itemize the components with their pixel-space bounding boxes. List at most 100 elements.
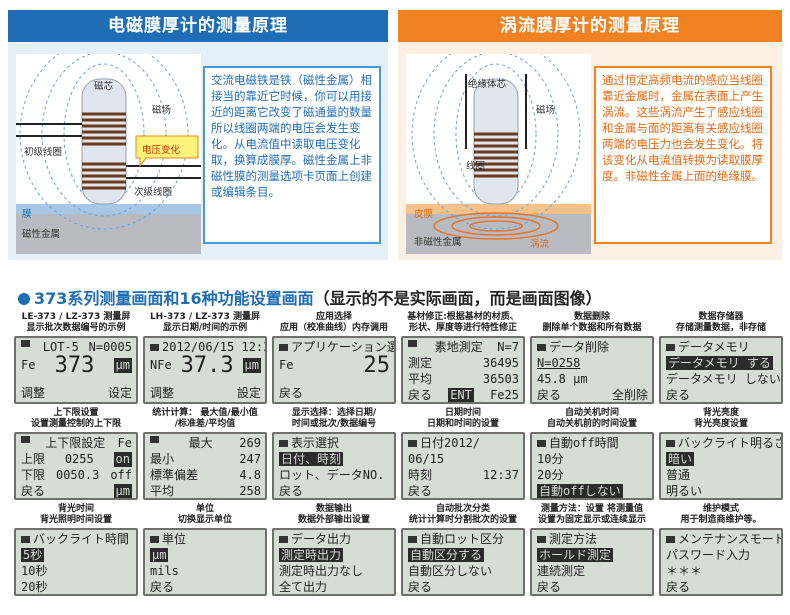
lcd-row: 暗い bbox=[666, 452, 777, 467]
section-subtitle: （显示的不是实际画面，而是画面图像） bbox=[313, 289, 602, 308]
screen-caption-line: 自动批次分类 bbox=[435, 504, 490, 514]
screen-caption-line: /标准差/平均值 bbox=[174, 419, 236, 429]
menu-icon bbox=[279, 440, 288, 447]
screen-caption: LE-373 / LZ-373 测量屏显示批次数据编号的示例 bbox=[14, 310, 138, 334]
lcd-row: 連続測定 bbox=[537, 564, 648, 579]
menu-icon bbox=[666, 440, 675, 447]
lcd-row: 日付、時刻 bbox=[279, 452, 390, 467]
lcd-text: 明るい bbox=[666, 484, 703, 498]
screen-caption-line: 存储测量数据，非存储 bbox=[675, 323, 766, 333]
lcd-row: 自動offしない bbox=[537, 484, 648, 498]
lcd-text: 設定 bbox=[236, 386, 261, 400]
lcd-row: 戻る全削除 bbox=[537, 388, 648, 402]
lcd-text: μm bbox=[113, 484, 132, 498]
lcd-text: NFe bbox=[150, 358, 172, 372]
lcd-text: データ出力 bbox=[291, 532, 352, 546]
lcd-text: 5秒 bbox=[21, 548, 45, 562]
lcd-text: Fe bbox=[21, 358, 36, 372]
screen-caption-line: 单位 bbox=[195, 504, 214, 514]
lcd-text: Fe25 bbox=[490, 388, 519, 402]
screen-caption-line: 日期和时间的设置 bbox=[426, 419, 499, 429]
lcd-row: 日付2012/ bbox=[408, 436, 519, 451]
lcd-row: 5秒 bbox=[21, 548, 132, 563]
lcd-text: N=0258 bbox=[537, 356, 581, 370]
lcd-screen: メンテナンスモードパスワード入力＊＊＊戻る bbox=[659, 528, 783, 596]
eddy-illustration: 绝缘体芯 磁场 线圈 皮膜 非磁性金属 涡流 bbox=[406, 54, 591, 254]
lcd-text: LOT-5 bbox=[42, 340, 79, 354]
electromagnetic-principle-panel: 电磁膜厚计的测量原理 磁芯 磁场 初级线圈 电压变化 次级线圈 膜 磁性金属 交… bbox=[8, 10, 388, 260]
screen-caption-line: 背光亮度设置 bbox=[693, 419, 748, 429]
lcd-text: 最小 bbox=[150, 452, 175, 466]
lcd-text: Fe bbox=[117, 436, 132, 450]
menu-icon bbox=[666, 344, 675, 351]
screen-cell: 维护模式用于制造商维护等。メンテナンスモードパスワード入力＊＊＊戻る bbox=[659, 502, 783, 596]
screen-caption-line: 应用选择 bbox=[315, 312, 352, 322]
menu-icon bbox=[150, 436, 159, 443]
menu-icon bbox=[537, 344, 546, 351]
screen-caption-line: LE-373 / LZ-373 测量屏 bbox=[21, 312, 131, 322]
lcd-text: 37.3 bbox=[180, 353, 234, 378]
screen-caption: 背光亮度背光亮度设置 bbox=[659, 406, 783, 430]
lcd-text: 暗い bbox=[666, 452, 695, 466]
lcd-row: 普通 bbox=[666, 468, 777, 483]
lcd-row: ホールド測定 bbox=[537, 548, 648, 563]
lcd-text: 日付、時刻 bbox=[279, 452, 344, 466]
menu-icon bbox=[150, 344, 159, 351]
lcd-row: 戻る bbox=[279, 484, 390, 498]
lcd-row: 最小 247 bbox=[150, 452, 261, 467]
screen-cell: 显示选择：选择日期/时间或批次/数据编号表示選択日付、時刻ロット、データNO.戻… bbox=[272, 406, 396, 500]
lcd-text: 20秒 bbox=[21, 580, 48, 594]
eddy-description: 通过恒定高频电流的感应当线圈靠近金属时，金属在表面上产生涡流。这些涡流产生了感应… bbox=[594, 66, 772, 244]
screen-caption: 显示选择：选择日期/时间或批次/数据编号 bbox=[272, 406, 396, 430]
menu-icon bbox=[666, 536, 675, 543]
label-coating: 皮膜 bbox=[414, 209, 434, 220]
electromagnetic-diagram bbox=[16, 54, 201, 254]
lcd-row: 自動区分する bbox=[408, 548, 519, 563]
screen-caption-line: 设置为固定显示或连续显示 bbox=[537, 515, 646, 525]
lcd-text: 自動区分しない bbox=[408, 564, 493, 578]
lcd-text: 測定 bbox=[408, 356, 433, 370]
lcd-row: μm bbox=[150, 548, 261, 563]
lcd-text: 自動off時間 bbox=[549, 436, 619, 450]
menu-icon bbox=[537, 536, 546, 543]
lcd-text: 戻る bbox=[279, 386, 304, 400]
label-core: 磁芯 bbox=[94, 81, 114, 92]
lcd-text: 日付2012/ bbox=[420, 436, 481, 450]
lcd-row: 10秒 bbox=[21, 564, 132, 579]
lcd-row: メンテナンスモード bbox=[666, 532, 781, 547]
lcd-text: 247 bbox=[239, 452, 261, 466]
lcd-row: 戻る bbox=[666, 388, 777, 402]
screen-caption-line: 设置测量控制的上下限 bbox=[30, 419, 121, 429]
lcd-text: 10秒 bbox=[21, 564, 48, 578]
screen-caption-line: 基材修正:根据基材的材质、 bbox=[407, 312, 519, 322]
screen-caption-line: 背光时间 bbox=[57, 504, 94, 514]
lcd-row: 10分 bbox=[537, 452, 648, 467]
menu-icon bbox=[408, 440, 417, 447]
lcd-text: 測定時出力なし bbox=[279, 564, 364, 578]
lcd-text: 戻る bbox=[537, 580, 562, 594]
screen-caption: 数据存储器存储测量数据，非存储 bbox=[659, 310, 783, 334]
lcd-row: データ出力 bbox=[279, 532, 390, 547]
screen-caption: 上下限设置设置测量控制的上下限 bbox=[14, 406, 138, 430]
eddy-current-principle-panel: 涡流膜厚计的测量原理 绝缘体芯 磁场 线圈 皮膜 非磁性金属 涡流 通过恒定高频… bbox=[398, 10, 782, 260]
lcd-row: 表示選択 bbox=[279, 436, 390, 451]
screen-caption-line: 自动关机前的时间设置 bbox=[546, 419, 637, 429]
lcd-row: 明るい bbox=[666, 484, 777, 498]
label-eddy-current: 涡流 bbox=[530, 239, 550, 250]
lcd-row: 调整设定 bbox=[21, 386, 132, 401]
lcd-screen: アプリケーション選択Fe25戻る bbox=[272, 336, 396, 404]
lcd-text: 戻る bbox=[279, 484, 304, 498]
